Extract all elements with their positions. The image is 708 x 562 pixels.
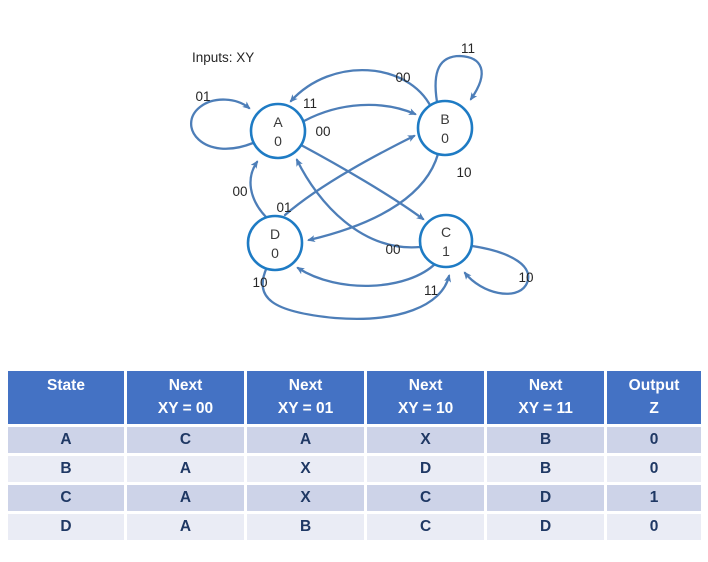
table-cell: D xyxy=(487,485,605,511)
col-header-next-11: Next XY = 11 xyxy=(487,371,605,424)
header-line2: Z xyxy=(649,400,659,417)
label-a-to-b-11: 11 xyxy=(303,96,317,111)
label-a-to-c-00: 00 xyxy=(315,124,330,139)
table-cell: B xyxy=(8,456,125,482)
table-cell: 0 xyxy=(607,456,701,482)
header-line1: Next xyxy=(288,377,323,394)
table-cell: 0 xyxy=(607,514,701,540)
edge-c-self-10 xyxy=(463,244,530,295)
header-line2: XY = 00 xyxy=(157,400,214,417)
state-a-name: A xyxy=(273,114,283,130)
state-node-b: B 0 xyxy=(416,99,474,157)
state-b-output: 0 xyxy=(441,130,449,146)
table-cell: X xyxy=(367,427,485,453)
table-cell: B xyxy=(247,514,365,540)
header-line1: Next xyxy=(168,377,203,394)
table-cell: D xyxy=(8,514,125,540)
label-b-to-d-10: 10 xyxy=(456,165,471,180)
edge-b-to-d-10 xyxy=(307,152,440,243)
label-d-to-c-10: 10 xyxy=(252,275,267,290)
table-row-b: B A X D B 0 xyxy=(8,456,701,482)
header-line2: XY = 11 xyxy=(518,400,573,417)
state-b-circle xyxy=(416,99,474,157)
table-cell: C xyxy=(367,485,485,511)
table-cell: A xyxy=(127,456,245,482)
state-d-circle xyxy=(246,214,304,272)
header-line2: XY = 10 xyxy=(397,400,454,417)
table-cell: A xyxy=(127,514,245,540)
edge-a-to-b-11 xyxy=(302,103,417,123)
state-a-output: 0 xyxy=(274,133,282,149)
state-d-output: 0 xyxy=(271,245,279,261)
state-diagram: A 0 B 0 C 1 D 0 Inputs: XY 01 11 00 11 0… xyxy=(189,41,534,320)
table-row-a: A C A X B 0 xyxy=(8,427,701,453)
label-d-to-a-00: 00 xyxy=(232,184,247,199)
label-c-self-10: 10 xyxy=(518,270,533,285)
state-transition-table: State Next XY = 00 Next XY = 01 Next XY … xyxy=(5,368,704,543)
col-header-next-01: Next XY = 01 xyxy=(247,371,365,424)
table-cell: D xyxy=(487,514,605,540)
table-row-d: D A B C D 0 xyxy=(8,514,701,540)
state-c-circle xyxy=(418,213,474,269)
edge-c-to-d-11 xyxy=(296,261,438,288)
table-cell: C xyxy=(127,427,245,453)
edge-d-to-b-01 xyxy=(283,134,416,217)
state-node-d: D 0 xyxy=(246,214,304,272)
header-line2: XY = 01 xyxy=(277,400,334,417)
state-c-name: C xyxy=(441,224,451,240)
col-header-next-00: Next XY = 00 xyxy=(127,371,245,424)
header-line1: State xyxy=(47,377,85,394)
col-header-output: Output Z xyxy=(607,371,701,424)
header-line1: Next xyxy=(528,377,563,394)
table-cell: 0 xyxy=(607,427,701,453)
state-d-name: D xyxy=(270,226,280,242)
table-cell: B xyxy=(487,456,605,482)
col-header-next-10: Next XY = 10 xyxy=(367,371,485,424)
edge-b-self-11 xyxy=(434,54,483,104)
table-cell: C xyxy=(8,485,125,511)
label-a-self-01: 01 xyxy=(195,89,210,104)
header-line2 xyxy=(8,397,124,420)
state-node-c: C 1 xyxy=(418,213,474,269)
header-row: State Next XY = 00 Next XY = 01 Next XY … xyxy=(8,371,701,424)
inputs-label: Inputs: XY xyxy=(192,50,254,65)
label-d-to-b-01: 01 xyxy=(276,200,291,215)
edge-a-self-01 xyxy=(189,98,255,150)
table-cell: A xyxy=(247,427,365,453)
state-a-circle xyxy=(249,102,307,160)
edge-d-to-c-10 xyxy=(261,265,452,320)
state-c-output: 1 xyxy=(442,243,450,259)
header-line1: Next xyxy=(408,377,443,394)
label-c-to-a-00: 00 xyxy=(385,242,400,257)
edge-d-to-a-00 xyxy=(249,160,268,219)
col-header-state: State xyxy=(8,371,125,424)
edge-c-to-a-00 xyxy=(295,158,422,249)
edge-a-to-c-00 xyxy=(299,143,425,221)
table-cell: A xyxy=(127,485,245,511)
table-cell: C xyxy=(367,514,485,540)
table-cell: X xyxy=(247,456,365,482)
label-c-to-d-11: 11 xyxy=(424,283,438,298)
table-row-c: C A X C D 1 xyxy=(8,485,701,511)
label-b-self-11: 11 xyxy=(461,41,475,56)
state-b-name: B xyxy=(440,111,449,127)
table-cell: D xyxy=(367,456,485,482)
table-cell: 1 xyxy=(607,485,701,511)
label-b-to-a-00: 00 xyxy=(395,70,410,85)
state-node-a: A 0 xyxy=(249,102,307,160)
table-cell: A xyxy=(8,427,125,453)
header-line1: Output xyxy=(628,377,680,394)
edge-b-to-a-00 xyxy=(289,69,433,109)
table-cell: B xyxy=(487,427,605,453)
table-cell: X xyxy=(247,485,365,511)
